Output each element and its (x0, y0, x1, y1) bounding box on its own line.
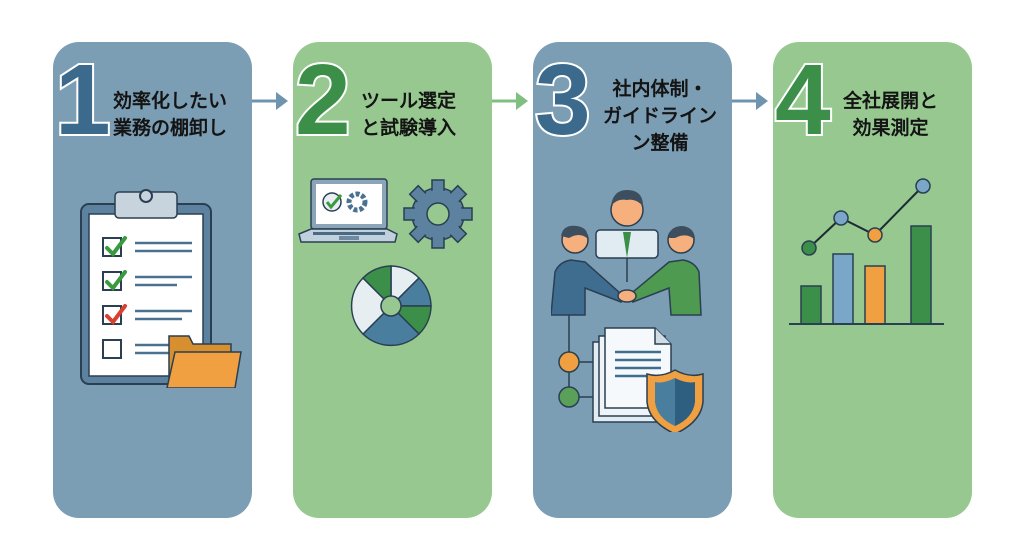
chart-bar (864, 265, 886, 325)
chart-point (833, 210, 849, 226)
step-card-1: 1 効率化したい 業務の棚卸し (53, 42, 252, 518)
chart-point (801, 240, 817, 256)
title-line: ツール選定 (361, 90, 457, 112)
step-title: 社内体制・ ガイドライン ン整備 (595, 76, 725, 157)
laptop-gear-pie-chart-icon (298, 178, 473, 347)
chart-bar (910, 225, 932, 325)
bar-line-chart-icon (789, 178, 944, 325)
pie-chart-icon (350, 265, 432, 347)
title-line: 業務の棚卸し (113, 117, 228, 139)
title-line: 全社展開と (843, 90, 939, 112)
arrow-right-icon (492, 92, 528, 110)
step-title: ツール選定 と試験導入 (361, 88, 456, 142)
title-line: 効果測定 (852, 117, 929, 139)
step-number: 1 (53, 44, 113, 156)
chart-bar (800, 285, 822, 325)
arrow-right-icon (252, 92, 288, 110)
title-line: ン整備 (631, 132, 689, 154)
chart-line (808, 185, 924, 249)
step-card-4: 4 全社展開と 効果測定 (773, 42, 972, 518)
step-card-3: 3 社内体制・ ガイドライン ン整備 (533, 42, 732, 518)
chart-bar (832, 253, 854, 325)
handshake-document-shield-icon (551, 190, 704, 432)
chart-point (867, 227, 883, 243)
step-title: 効率化したい 業務の棚卸し (113, 88, 227, 142)
title-line: ガイドライン (602, 105, 717, 127)
title-line: 社内体制・ (612, 78, 708, 100)
step-title: 全社展開と 効果測定 (843, 88, 938, 142)
step-card-2: 2 ツール選定 と試験導入 (293, 42, 492, 518)
chart-point (915, 178, 931, 194)
title-line: と試験導入 (361, 117, 457, 139)
title-line: 効率化したい (113, 90, 228, 112)
gear-icon (403, 179, 473, 249)
step-number: 2 (293, 44, 353, 156)
arrow-right-icon (732, 92, 768, 110)
clipboard-checklist-folder-icon (80, 189, 242, 388)
step-number: 4 (773, 44, 833, 156)
step-number: 3 (533, 44, 593, 156)
